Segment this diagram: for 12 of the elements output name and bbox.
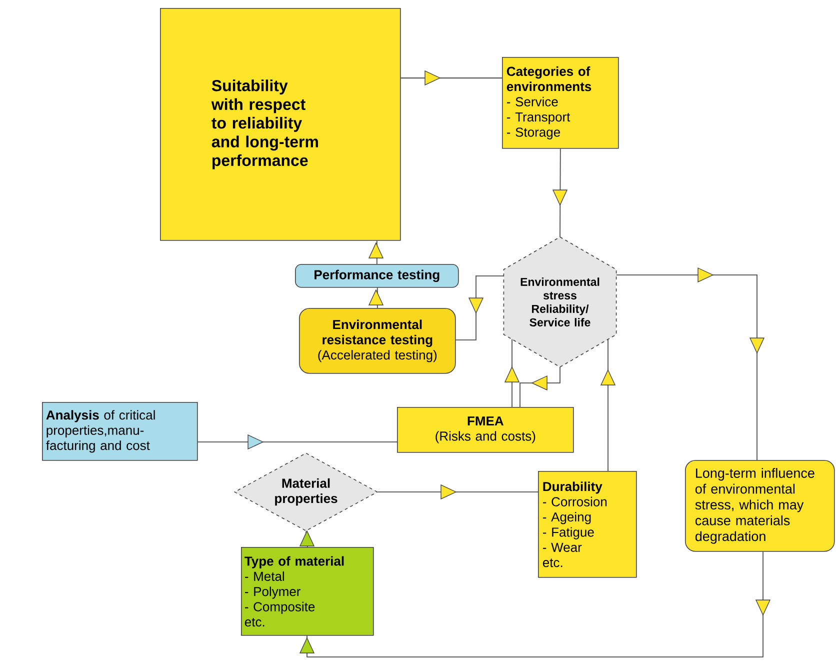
- process-box: Performance testing: [295, 264, 459, 288]
- process-box: Long-term influence of environmental stress, which may cause materials degradation: [685, 460, 835, 552]
- process-box: Analysis of critical properties,manu- facturing and cost: [42, 402, 198, 461]
- goal-box: Suitability with respect to reliability and long-term performance: [160, 8, 401, 241]
- process-box: FMEA (Risks and costs): [397, 406, 574, 453]
- process-box: Type of material - Metal - Polymer - Composite etc.: [241, 546, 374, 636]
- process-box: Durability - Corrosion - Ageing - Fatigue - Wear etc.: [538, 470, 637, 578]
- process-box: Categories of environments - Service - Transport - Storage: [502, 57, 619, 149]
- hexagon: Environmental stress Reliability/ Service life: [503, 236, 617, 368]
- process-box: Environmental resistance testing (Accelerated testing): [299, 308, 456, 374]
- arrow: [520, 366, 560, 408]
- arrow: [455, 276, 504, 340]
